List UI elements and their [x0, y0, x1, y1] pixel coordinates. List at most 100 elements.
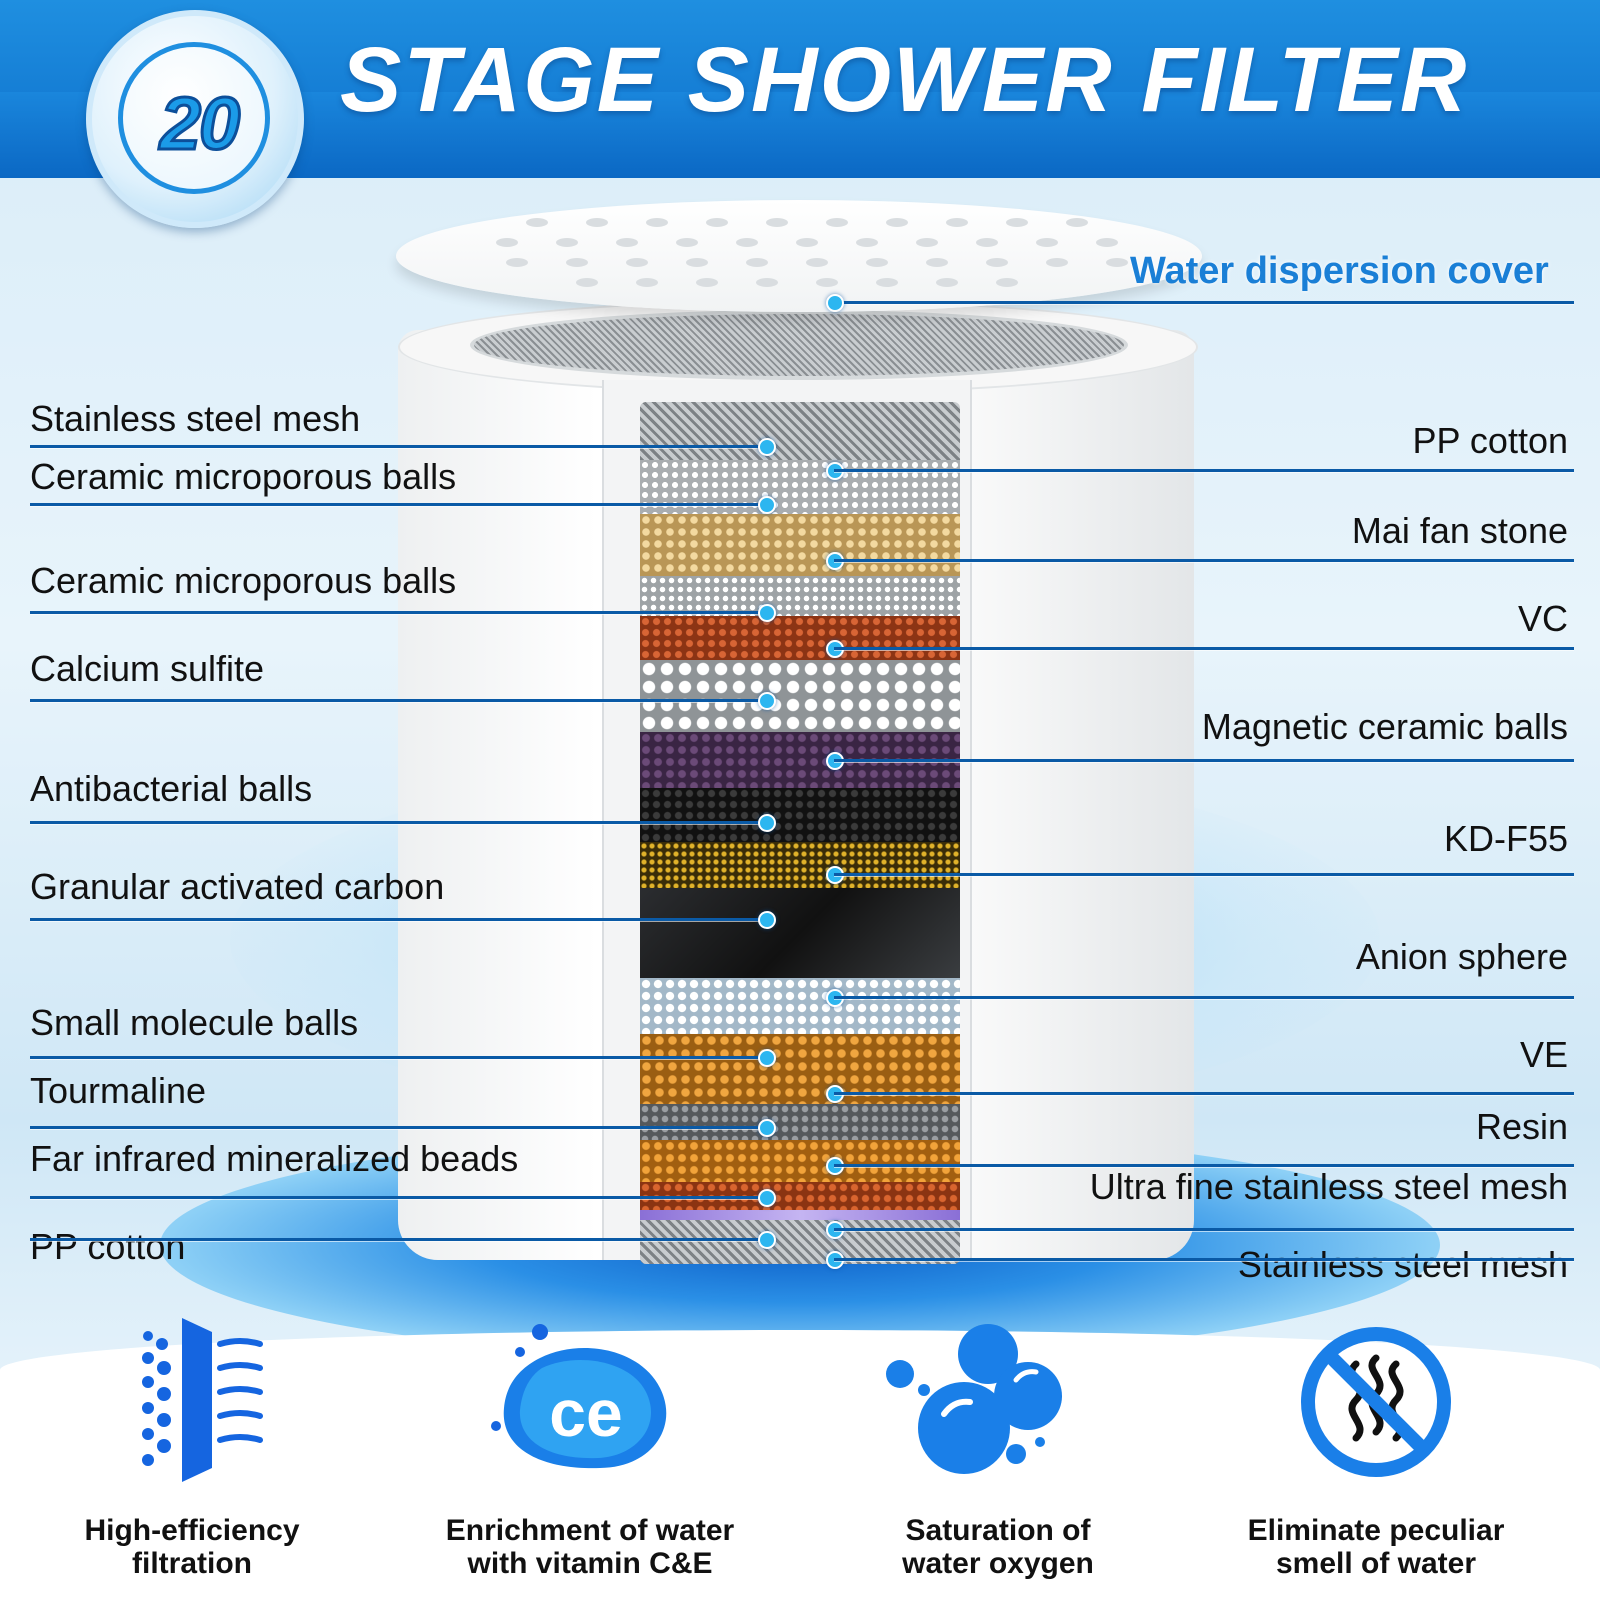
filter-media-layer	[640, 888, 960, 978]
cover-hole	[576, 278, 598, 287]
filter-media-layer	[640, 576, 960, 616]
leader-dot	[758, 814, 776, 832]
cover-hole	[506, 258, 528, 267]
feature-label-line: Enrichment of water	[445, 1514, 735, 1547]
cover-hole	[926, 258, 948, 267]
cover-hole	[886, 218, 908, 227]
cover-hole	[826, 218, 848, 227]
cover-leader-dot	[826, 294, 844, 312]
leader-line	[834, 873, 1574, 876]
leader-line	[30, 699, 766, 702]
cover-hole	[996, 278, 1018, 287]
filtration-icon	[142, 1318, 263, 1482]
filter-media-layer	[640, 514, 960, 576]
right-label-mai-fan-stone: Mai fan stone	[1351, 510, 1568, 551]
feature-label: High-efficiency filtration	[22, 1514, 362, 1580]
left-label-far-infrared-mineralized-beads: Far infrared mineralized beads	[30, 1138, 519, 1179]
cover-label: Water dispersion cover	[1130, 250, 1549, 292]
bottom-wave	[0, 1330, 1600, 1600]
leader-line	[834, 1258, 1574, 1261]
vitamin-ce-icon: ce	[491, 1324, 667, 1469]
leader-line	[30, 445, 766, 448]
right-label-magnetic-ceramic-balls: Magnetic ceramic balls	[1201, 706, 1568, 747]
cover-hole	[876, 278, 898, 287]
cover-hole	[526, 218, 548, 227]
leader-line	[834, 469, 1574, 472]
feature-label-line: smell of water	[1275, 1547, 1477, 1580]
cover-hole	[746, 258, 768, 267]
left-label-stainless-steel-mesh: Stainless steel mesh	[30, 398, 361, 439]
leader-dot	[758, 1049, 776, 1067]
leader-dot	[758, 1189, 776, 1207]
right-label-ve: VE	[1519, 1034, 1568, 1075]
right-label-kd-f55: KD-F55	[1443, 818, 1568, 859]
cover-hole	[636, 278, 658, 287]
cover-hole	[706, 218, 728, 227]
leader-dot	[758, 1119, 776, 1137]
filter-media-layer	[640, 1140, 960, 1182]
leader-dot	[758, 1231, 776, 1249]
feature-label-line: filtration	[132, 1547, 252, 1580]
cover-hole	[1046, 258, 1068, 267]
filter-media-layer	[640, 732, 960, 788]
feature-label: Eliminate peculiar smell of water	[1206, 1514, 1546, 1580]
leader-line	[30, 1238, 766, 1241]
leader-line	[30, 821, 766, 824]
leader-line	[834, 759, 1574, 762]
leader-line	[30, 611, 766, 614]
cover-hole	[986, 258, 1008, 267]
filter-media-layer	[640, 1104, 960, 1140]
feature-label-line: water oxygen	[902, 1547, 1094, 1580]
stage-count-badge: 20	[86, 10, 304, 228]
cover-hole	[696, 278, 718, 287]
filter-media-layer	[640, 788, 960, 842]
no-odor-icon	[1301, 1327, 1451, 1477]
leader-line	[834, 559, 1574, 562]
feature-label-line: Saturation of	[905, 1514, 1091, 1547]
oxygen-bubbles-icon	[886, 1324, 1062, 1474]
cover-hole	[806, 258, 828, 267]
cover-hole	[556, 238, 578, 247]
svg-text:ce: ce	[549, 1376, 622, 1450]
leader-line	[30, 1126, 766, 1129]
leader-line	[834, 996, 1574, 999]
feature-label-line: High-efficiency	[84, 1514, 300, 1547]
cover-hole	[496, 238, 518, 247]
left-label-small-molecule-balls: Small molecule balls	[30, 1002, 359, 1043]
filter-media-layer	[640, 978, 960, 1034]
leader-line	[30, 503, 766, 506]
cover-hole	[796, 238, 818, 247]
cover-hole	[1106, 258, 1128, 267]
right-label-pp-cotton: PP cotton	[1412, 420, 1568, 461]
leader-line	[30, 1056, 766, 1059]
filter-media-layer	[640, 402, 960, 460]
feature-label: Saturation of water oxygen	[828, 1514, 1168, 1580]
left-label-calcium-sulfite: Calcium sulfite	[30, 648, 265, 689]
leader-line	[30, 1196, 766, 1199]
feature-label: Enrichment of water with vitamin C&E	[420, 1514, 760, 1580]
filter-media-layer	[640, 616, 960, 660]
cover-hole	[1006, 218, 1028, 227]
cover-hole	[736, 238, 758, 247]
cover-hole	[1036, 238, 1058, 247]
left-label-ceramic-microporous-balls-1: Ceramic microporous balls	[30, 456, 457, 497]
cover-hole	[946, 218, 968, 227]
cover-hole	[756, 278, 778, 287]
badge-number: 20	[158, 81, 241, 167]
leader-dot	[758, 692, 776, 710]
right-label-ultra-fine-stainless-steel-mesh: Ultra fine stainless steel mesh	[1089, 1166, 1568, 1207]
cover-hole	[916, 238, 938, 247]
feature-label-line: with vitamin C&E	[467, 1547, 713, 1580]
leader-line	[834, 1228, 1574, 1231]
page-title: STAGE SHOWER FILTER	[340, 29, 1469, 131]
leader-line	[30, 918, 766, 921]
right-label-vc: VC	[1517, 598, 1568, 639]
badge-inner-ring: 20	[118, 42, 270, 194]
cover-leader-line	[834, 301, 1574, 304]
feature-oxygen: Saturation of water oxygen	[828, 1318, 1168, 1598]
filter-media-layer	[640, 1220, 960, 1264]
cover-hole	[976, 238, 998, 247]
left-label-pp-cotton: PP cotton	[30, 1226, 186, 1267]
cover-hole	[586, 218, 608, 227]
water-dispersion-cover	[396, 200, 1202, 312]
